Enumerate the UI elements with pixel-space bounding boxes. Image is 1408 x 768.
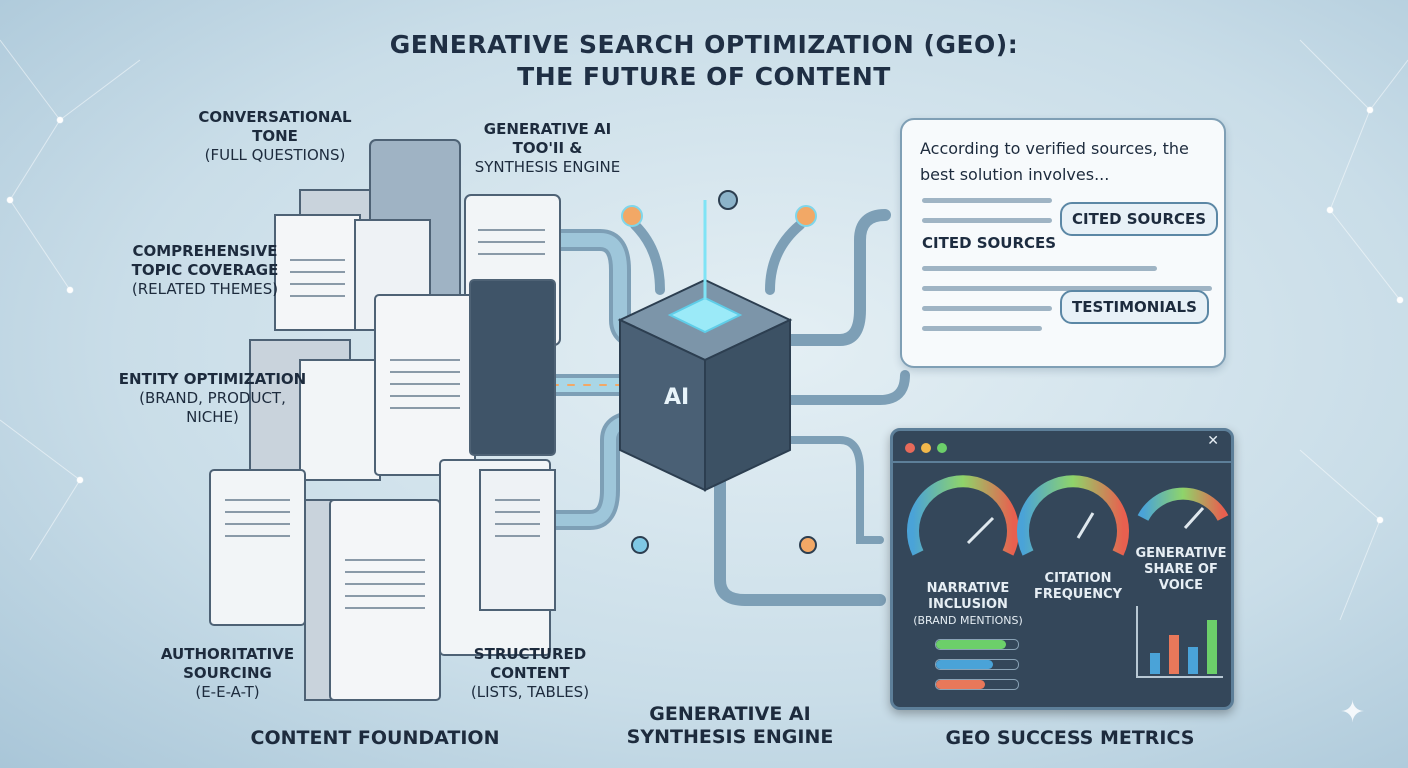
window-dot-red (905, 443, 915, 453)
ai-answer-bubble: According to verified sources, the best … (900, 118, 1226, 368)
metric-sub: (BRAND MENTIONS) (913, 614, 1023, 627)
metric-share-of-voice: GENERATIVE SHARE OF VOICE (1135, 546, 1227, 593)
window-dot-yellow (921, 443, 931, 453)
ai-synthesis-cube (617, 190, 817, 554)
progress-fill (936, 660, 994, 669)
network-pattern (0, 39, 1408, 621)
label-ai-tool: GENERATIVE AI TOO'II & SYNTHESIS ENGINE (460, 120, 635, 177)
metric-citation-frequency: CITATION FREQUENCY (1033, 571, 1123, 602)
content-document-stack (209, 139, 561, 701)
label-authoritative-sourcing: AUTHORITATIVE SOURCING (E-E-A-T) (145, 645, 310, 702)
close-icon[interactable]: ✕ (1207, 433, 1219, 449)
title-line-1: GENERATIVE SEARCH OPTIMIZATION (GEO): (389, 30, 1019, 59)
gauges-and-charts (907, 475, 1229, 556)
testimonials-pill: TESTIMONIALS (1060, 290, 1209, 324)
chart-bar (1207, 620, 1217, 674)
section-synthesis-engine: GENERATIVE AI SYNTHESIS ENGINE (626, 703, 834, 748)
document-text-lines (225, 229, 545, 609)
section-geo-metrics: GEO SUCCESS METRICS (945, 727, 1195, 749)
text-line (922, 286, 1212, 291)
label-main: GENERATIVE AI TOO'II & (483, 120, 612, 157)
titlebar-divider (893, 461, 1231, 463)
text-line (922, 198, 1052, 203)
label-structured-content: STRUCTURED CONTENT (LISTS, TABLES) (445, 645, 615, 702)
label-sub: (BRAND, PRODUCT, NICHE) (139, 389, 286, 426)
label-main: CONVERSATIONAL TONE (198, 108, 352, 145)
label-main: AUTHORITATIVE SOURCING (160, 645, 295, 682)
text-line (922, 266, 1157, 271)
progress-track (935, 679, 1019, 690)
title-line-2: THE FUTURE OF CONTENT (517, 62, 891, 91)
metric-main: NARRATIVE INCLUSION (926, 581, 1010, 612)
window-dot-green (937, 443, 947, 453)
label-sub: (RELATED THEMES) (131, 280, 279, 298)
label-topic-coverage: COMPREHENSIVE TOPIC COVERAGE (RELATED TH… (110, 242, 300, 299)
label-sub: (LISTS, TABLES) (470, 683, 590, 701)
share-of-voice-chart (1136, 606, 1223, 678)
label-sub: SYNTHESIS ENGINE (474, 158, 621, 176)
geo-metrics-dashboard: ✕ NARRATIVE INCLUSION (BRAND MENTIONS) C… (890, 428, 1234, 710)
section-content-foundation: CONTENT FOUNDATION (250, 727, 500, 749)
text-line (922, 306, 1052, 311)
label-conversational-tone: CONVERSATIONAL TONE (FULL QUESTIONS) (175, 108, 375, 165)
answer-text: According to verified sources, the best … (920, 139, 1189, 184)
progress-fill (936, 640, 1006, 649)
text-line (922, 326, 1042, 331)
metric-narrative-inclusion: NARRATIVE INCLUSION (BRAND MENTIONS) (903, 581, 1033, 629)
cited-sources-label: CITED SOURCES (922, 234, 1057, 252)
label-sub: (FULL QUESTIONS) (204, 146, 346, 164)
label-entity-optimization: ENTITY OPTIMIZATION (BRAND, PRODUCT, NIC… (115, 370, 310, 427)
chart-bar (1150, 653, 1160, 674)
text-line (922, 218, 1052, 223)
sparkle-icon: ✦ (1340, 695, 1366, 730)
cited-sources-pill: CITED SOURCES (1060, 202, 1219, 236)
label-main: ENTITY OPTIMIZATION (118, 370, 307, 388)
progress-fill (936, 680, 986, 689)
label-main: COMPREHENSIVE TOPIC COVERAGE (131, 242, 279, 279)
chart-bar (1169, 635, 1179, 674)
chart-bar (1188, 647, 1198, 674)
label-main: STRUCTURED CONTENT (473, 645, 587, 682)
progress-track (935, 659, 1019, 670)
progress-track (935, 639, 1019, 650)
label-sub: (E-E-A-T) (195, 683, 260, 701)
ai-cube-label: AI (664, 385, 690, 410)
